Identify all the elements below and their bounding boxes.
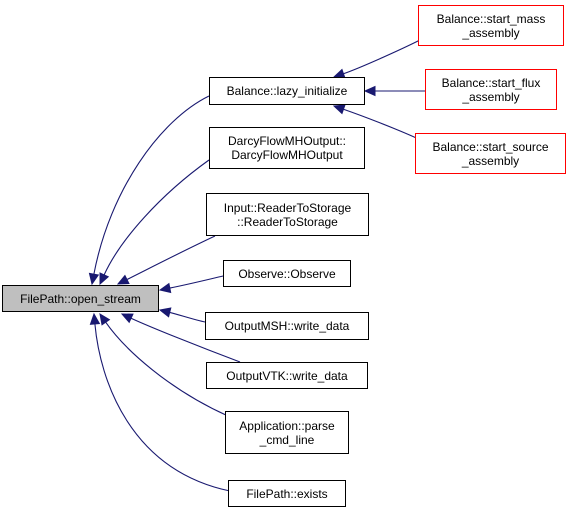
node-outputvtk-write-data[interactable]: OutputVTK::write_data [206, 362, 368, 389]
node-filepath-open-stream[interactable]: FilePath::open_stream [2, 285, 159, 312]
edge-reader-to-root [126, 235, 216, 281]
edge-exists-to-root [94, 323, 231, 492]
edge-observe-to-root [169, 275, 224, 289]
edge-arrowhead-start_source-to-lazy_initialize [332, 104, 346, 115]
node-balance-start-source-assembly[interactable]: Balance::start_source _assembly [415, 133, 566, 174]
edge-msh-to-root [169, 311, 206, 323]
edge-arrowhead-darcy-to-root [99, 272, 110, 286]
node-filepath-exists[interactable]: FilePath::exists [228, 480, 346, 507]
edge-layer [88, 39, 426, 492]
edge-arrowhead-start_flux-to-lazy_initialize [363, 85, 376, 97]
node-observe-observe[interactable]: Observe::Observe [223, 260, 351, 287]
node-balance-lazy-initialize[interactable]: Balance::lazy_initialize [209, 77, 365, 105]
node-balance-start-mass-assembly[interactable]: Balance::start_mass _assembly [418, 5, 564, 46]
edge-arrowhead-parse-to-root [99, 312, 111, 326]
node-application-parse-cmd-line[interactable]: Application::parse _cmd_line [225, 411, 349, 454]
edge-vtk-to-root [130, 317, 241, 363]
node-balance-start-flux-assembly[interactable]: Balance::start_flux _assembly [425, 69, 557, 110]
edge-arrowhead-msh-to-root [158, 307, 172, 318]
edge-darcy-to-root [103, 159, 210, 276]
edge-parse-to-root [105, 321, 229, 417]
edge-arrowhead-reader-to-root [116, 274, 130, 285]
node-input-readertostorage[interactable]: Input::ReaderToStorage ::ReaderToStorage [206, 193, 369, 236]
node-outputmsh-write-data[interactable]: OutputMSH::write_data [205, 312, 369, 340]
node-darcyflowmhoutput[interactable]: DarcyFlowMHOutput:: DarcyFlowMHOutput [209, 127, 365, 169]
edge-arrowhead-vtk-to-root [120, 313, 134, 324]
edge-arrowhead-lazy_initialize-to-root [88, 272, 100, 286]
edge-lazy_initialize-to-root [93, 95, 210, 275]
edge-arrowhead-exists-to-root [89, 312, 101, 325]
edge-start_mass-to-lazy_initialize [343, 39, 421, 75]
edge-arrowhead-observe-to-root [158, 282, 172, 294]
